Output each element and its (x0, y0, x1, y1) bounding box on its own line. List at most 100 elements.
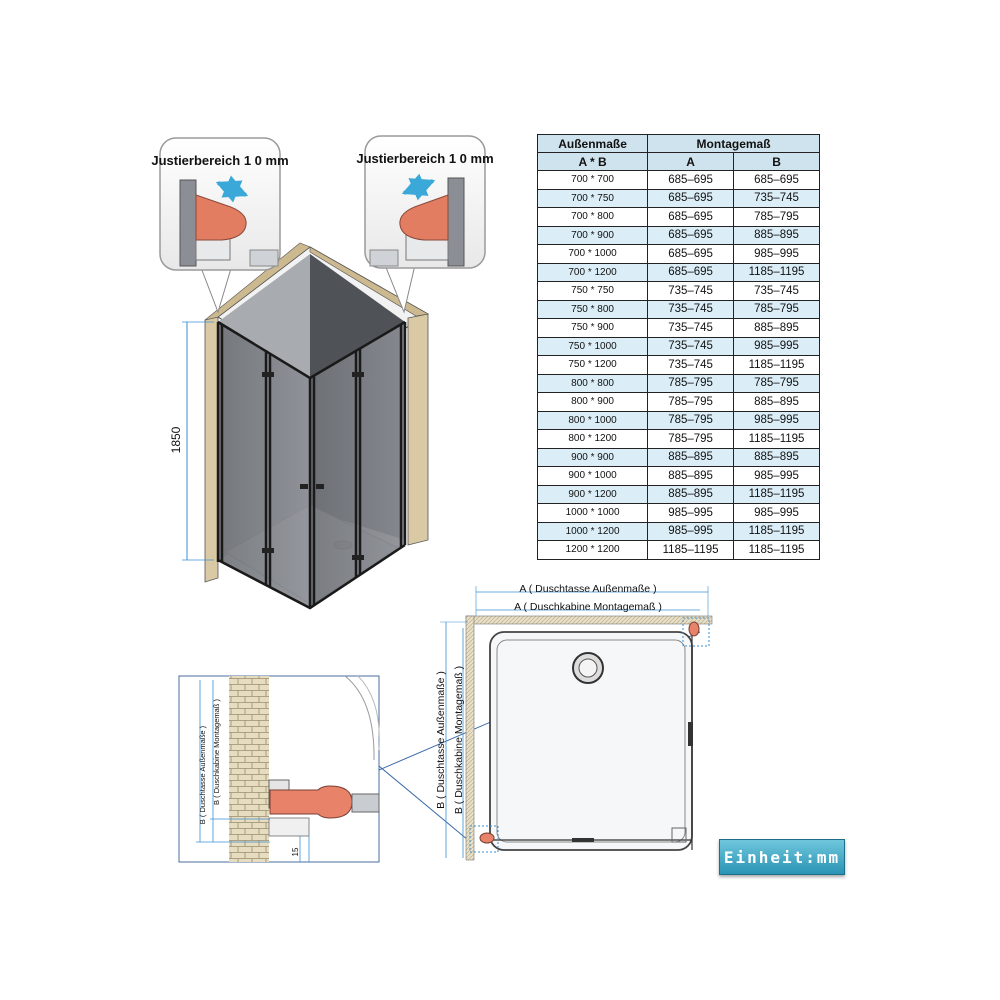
header-mount: Montagemaß (647, 134, 820, 153)
cell-mount-b: 985–995 (733, 336, 820, 356)
cell-mount-b: 1185–1195 (733, 262, 820, 282)
cell-outer-size: 900 * 1200 (536, 484, 649, 504)
cell-mount-a: 735–745 (647, 336, 735, 356)
cell-outer-size: 700 * 800 (536, 207, 649, 227)
cell-outer-size: 700 * 1000 (536, 244, 649, 264)
cell-outer-size: 900 * 1000 (536, 466, 649, 486)
cell-mount-a: 785–795 (647, 392, 735, 412)
detail-wall (229, 676, 269, 862)
cell-outer-size: 1200 * 1200 (536, 540, 649, 560)
header-b: B (733, 152, 820, 171)
cell-outer-size: 700 * 900 (536, 225, 649, 245)
cell-mount-a: 785–795 (647, 410, 735, 430)
cell-mount-b: 885–895 (733, 392, 820, 412)
cell-outer-size: 750 * 1200 (536, 355, 649, 375)
cell-mount-a: 685–695 (647, 207, 735, 227)
cell-outer-size: 750 * 800 (536, 299, 649, 319)
cell-mount-a: 685–695 (647, 244, 735, 264)
cell-mount-b: 985–995 (733, 503, 820, 523)
height-label: 1850 (169, 426, 183, 453)
detail-dim-b-outer: B ( Duschtasse Außenmaße ) (198, 725, 207, 824)
cell-mount-a: 685–695 (647, 262, 735, 282)
cell-mount-b: 785–795 (733, 207, 820, 227)
cell-mount-b: 985–995 (733, 410, 820, 430)
left-wall (204, 316, 219, 583)
cell-mount-a: 685–695 (647, 188, 735, 208)
plan-view: A ( Duschtasse Außenmaße ) A ( Duschkabi… (435, 583, 713, 861)
cell-outer-size: 1000 * 1000 (536, 503, 649, 523)
cell-mount-b: 735–745 (733, 281, 820, 301)
detail-dim-b-inner: B ( Duschkabine Montagemaß ) (212, 699, 221, 805)
cell-outer-size: 800 * 1200 (536, 429, 649, 449)
header-mount-title: Montagemaß (696, 136, 771, 151)
cell-mount-b: 785–795 (733, 299, 820, 319)
cell-mount-a: 685–695 (647, 225, 735, 245)
cell-mount-b: 885–895 (733, 447, 820, 467)
cell-outer-size: 1000 * 1200 (536, 521, 649, 541)
cell-mount-a: 735–745 (647, 299, 735, 319)
adjust-arrow-right (401, 173, 436, 201)
callout-right-label: Justierbereich 1 0 mm (356, 151, 493, 166)
cell-mount-a: 885–895 (647, 484, 735, 504)
cell-mount-a: 985–995 (647, 521, 735, 541)
dimension-table: Außenmaße Montagemaß A * B A B 700 * 700… (536, 134, 820, 560)
cell-mount-b: 1185–1195 (733, 521, 820, 541)
callout-right: Justierbereich 1 0 mm (356, 135, 494, 269)
cell-mount-a: 885–895 (647, 447, 735, 467)
cell-mount-b: 985–995 (733, 466, 820, 486)
cell-mount-a: 735–745 (647, 318, 735, 338)
header-a: A (647, 152, 735, 171)
cell-mount-b: 985–995 (733, 244, 820, 264)
plan-dim-a-inner: A ( Duschkabine Montagemaß ) (514, 601, 662, 613)
cell-outer-size: 900 * 900 (536, 447, 649, 467)
callout-left-label: Justierbereich 1 0 mm (151, 153, 288, 168)
shower-enclosure-3d: 1850 (169, 242, 429, 610)
cell-mount-b: 1185–1195 (733, 540, 820, 560)
cell-outer-size: 800 * 1000 (536, 410, 649, 430)
cell-mount-a: 885–895 (647, 466, 735, 486)
cell-outer-size: 750 * 750 (536, 281, 649, 301)
cell-outer-size: 750 * 900 (536, 318, 649, 338)
detail-offset-label: 15 (291, 847, 300, 856)
header-outer-title: Außenmaße (558, 136, 627, 151)
cell-outer-size: 700 * 750 (536, 188, 649, 208)
plan-dim-a-outer: A ( Duschtasse Außenmaße ) (519, 583, 656, 595)
right-wall (407, 313, 429, 546)
cell-mount-a: 785–795 (647, 373, 735, 393)
cell-mount-a: 735–745 (647, 355, 735, 375)
cell-outer-size: 800 * 800 (536, 373, 649, 393)
header-outer: Außenmaße (536, 134, 649, 153)
cell-mount-b: 1185–1195 (733, 429, 820, 449)
cell-mount-b: 1185–1195 (733, 355, 820, 375)
detail-view: 15 B ( Duschtasse Außenmaße ) B ( Duschk… (178, 675, 380, 863)
cell-outer-size: 800 * 900 (536, 392, 649, 412)
cell-mount-a: 785–795 (647, 429, 735, 449)
unit-badge: Einheit:mm (719, 839, 845, 875)
cell-outer-size: 700 * 700 (536, 170, 649, 190)
cell-mount-a: 685–695 (647, 170, 735, 190)
plan-dim-b-inner: B ( Duschkabine Montagemaß ) (453, 666, 465, 814)
glass-panel-left (218, 322, 310, 608)
cell-mount-a: 1185–1195 (647, 540, 735, 560)
cell-mount-b: 1185–1195 (733, 484, 820, 504)
cell-outer-size: 750 * 1000 (536, 336, 649, 356)
